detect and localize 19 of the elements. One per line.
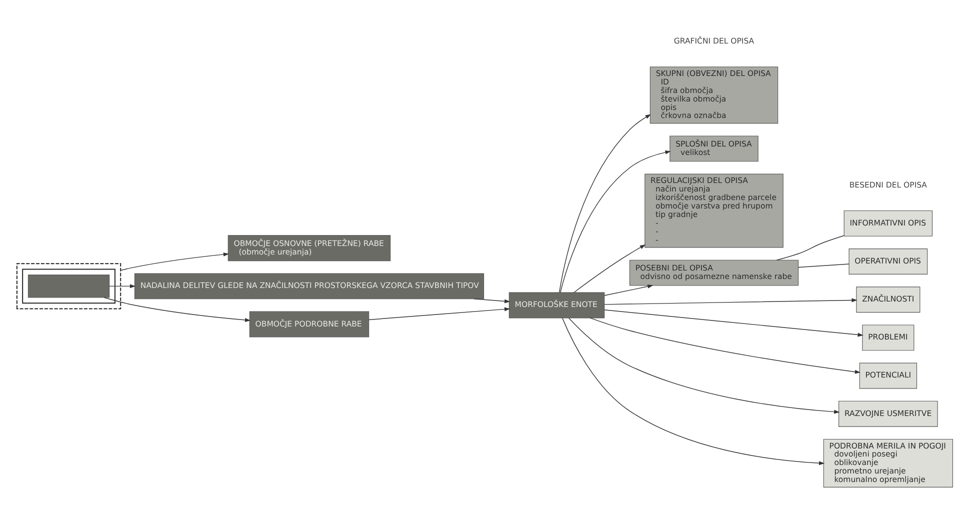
arrow bbox=[109, 284, 136, 288]
arrow bbox=[568, 318, 840, 414]
arrow bbox=[368, 307, 510, 320]
arrow bbox=[604, 284, 654, 296]
connector bbox=[798, 264, 850, 268]
arrow bbox=[558, 114, 651, 293]
connector bbox=[776, 235, 844, 260]
cluster bbox=[16, 263, 122, 310]
arrow bbox=[120, 252, 230, 271]
arrow bbox=[604, 298, 858, 305]
arrow bbox=[562, 318, 825, 466]
arrow bbox=[104, 297, 251, 322]
arrow bbox=[604, 310, 864, 337]
node-box bbox=[28, 274, 110, 298]
cluster bbox=[22, 268, 116, 304]
arrow bbox=[590, 318, 861, 374]
arrow bbox=[574, 244, 646, 293]
arrow bbox=[474, 298, 510, 304]
arrow bbox=[560, 150, 671, 293]
